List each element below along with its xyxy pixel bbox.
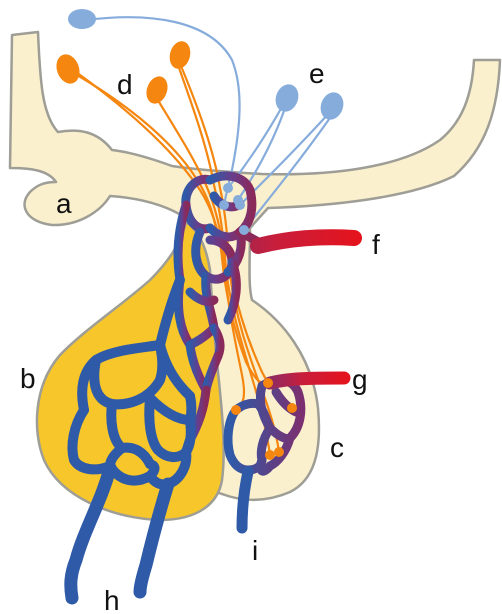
orange-neuron-body-2 — [143, 73, 171, 106]
terminal-4 — [274, 447, 284, 457]
blue-ending-4 — [235, 200, 245, 210]
blue-neuron-body-2 — [272, 81, 302, 115]
terminal-1 — [263, 378, 273, 388]
label-e: e — [309, 58, 325, 89]
label-i: i — [252, 535, 258, 566]
vein-i — [242, 472, 248, 528]
blue-ending-1 — [219, 200, 229, 210]
blue-ending-2 — [223, 183, 233, 193]
label-g: g — [352, 364, 368, 395]
label-f: f — [372, 229, 380, 260]
label-b: b — [20, 363, 36, 394]
artery-g — [270, 378, 344, 383]
terminal-5 — [287, 403, 297, 413]
blue-ending-5 — [239, 225, 249, 235]
orange-neuron-body-3 — [167, 39, 194, 71]
blue-neuron-body-1 — [68, 9, 96, 29]
label-a: a — [56, 188, 72, 219]
label-d: d — [117, 69, 133, 100]
blue-neuron-body-3 — [317, 89, 347, 123]
neuron-bodies-blue — [68, 9, 347, 123]
terminal-2 — [231, 405, 241, 415]
label-h: h — [104, 585, 120, 614]
orange-neuron-body-1 — [53, 51, 84, 87]
label-c: c — [330, 432, 344, 463]
artery-f — [258, 237, 354, 246]
terminal-3 — [265, 450, 275, 460]
